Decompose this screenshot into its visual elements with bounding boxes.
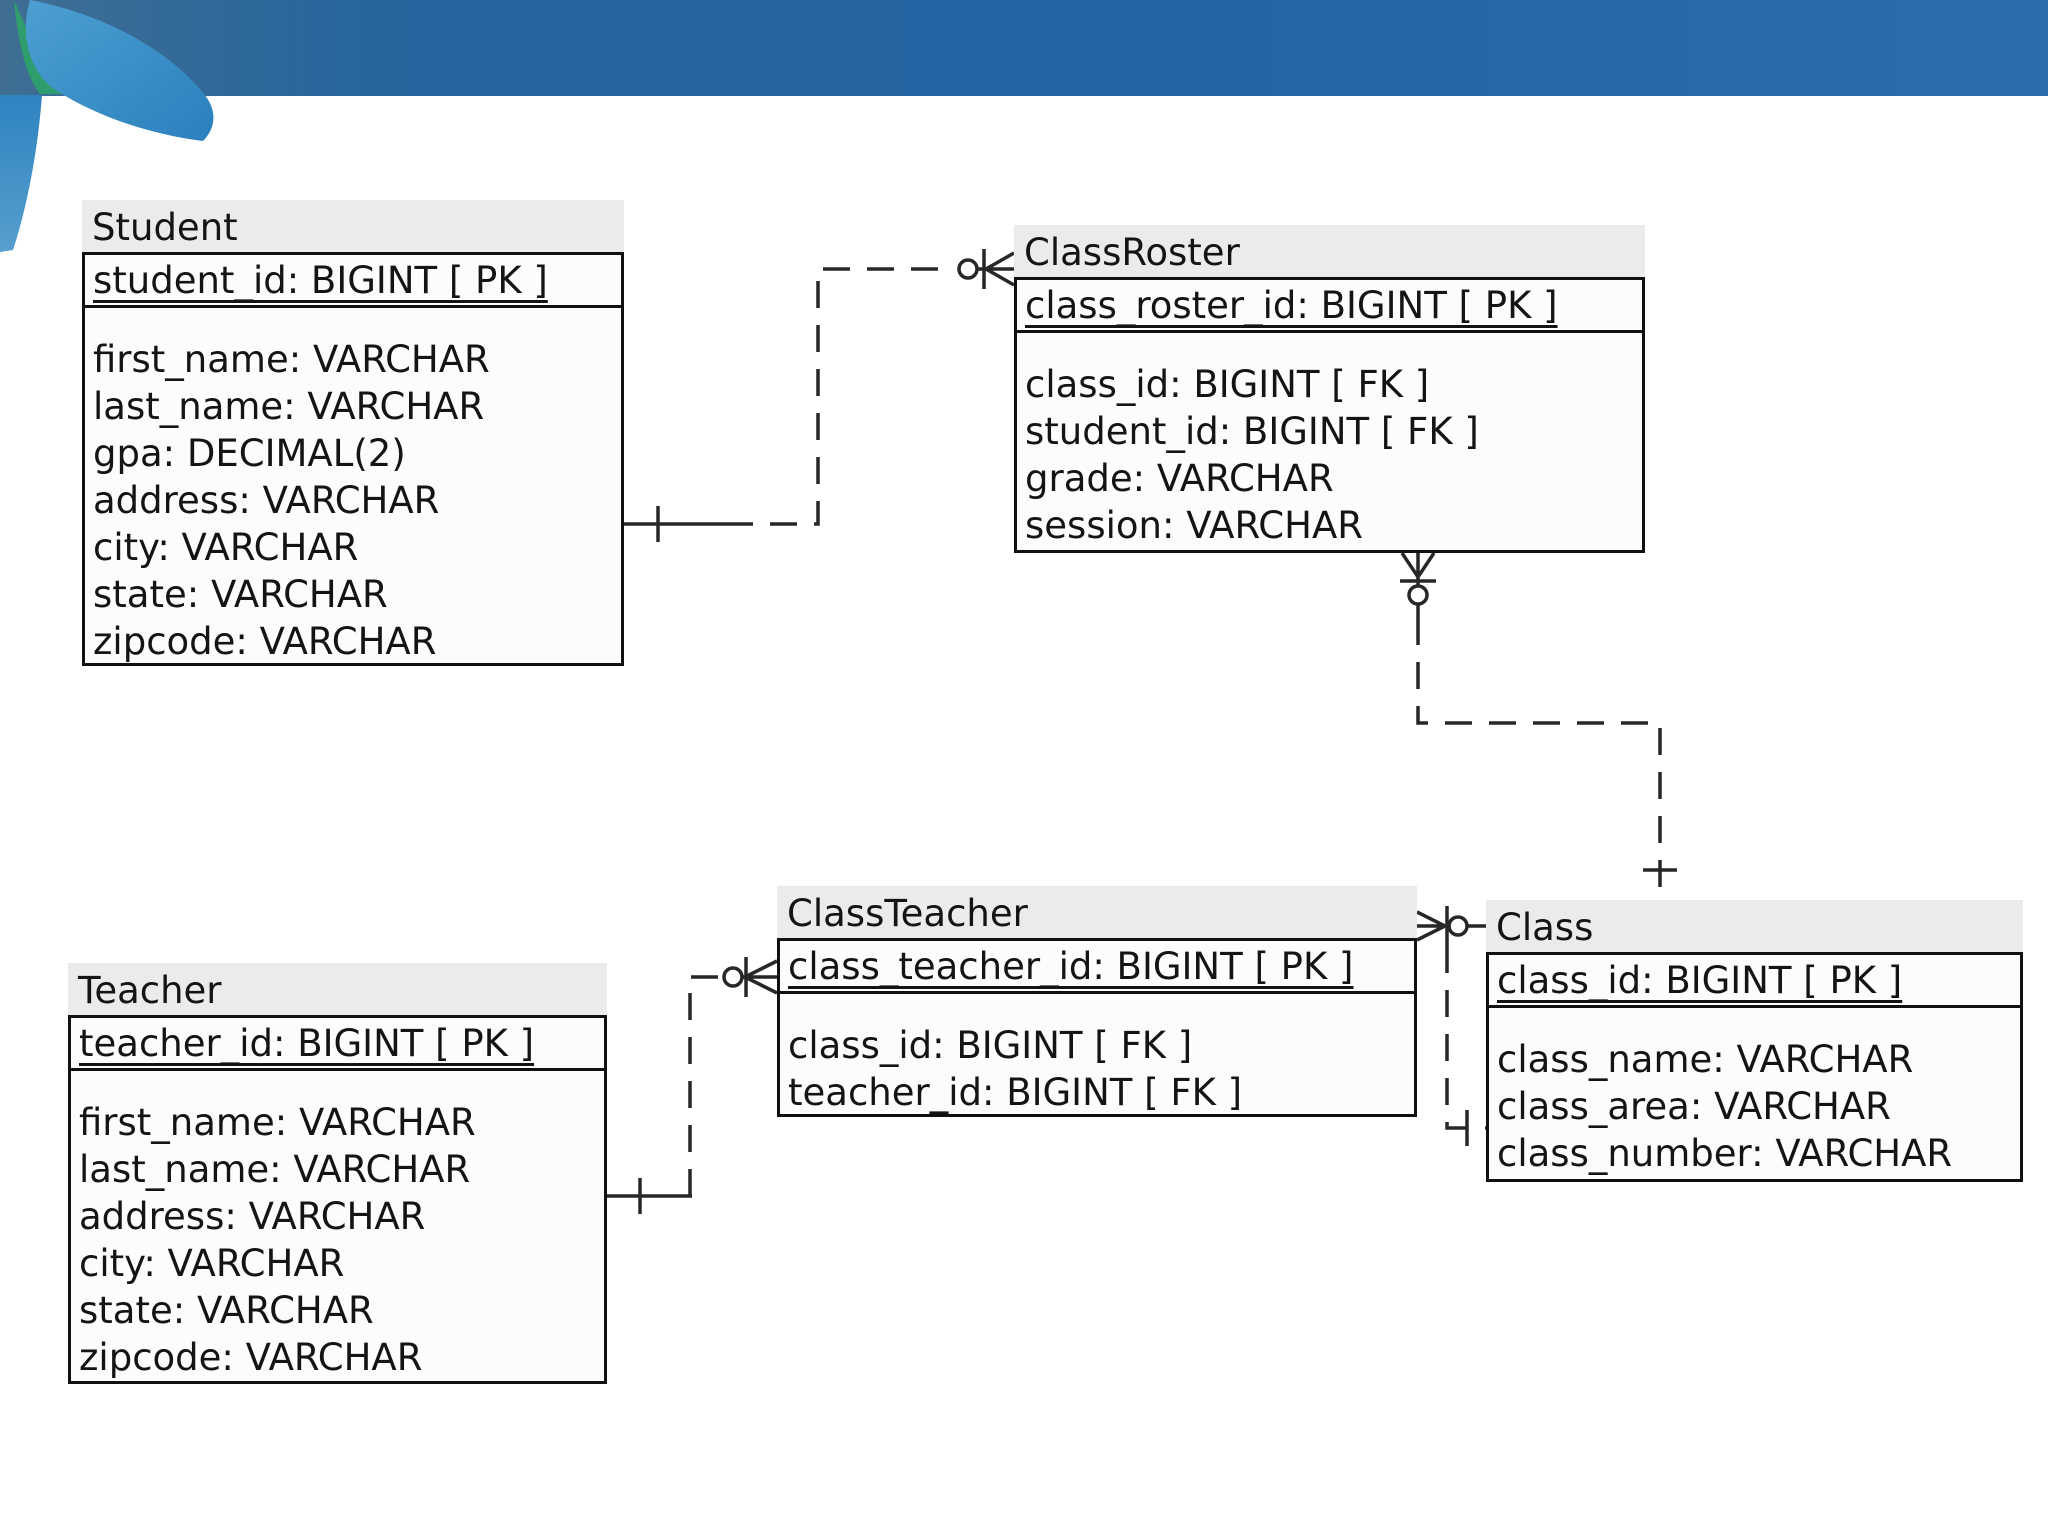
table-body: student_id: BIGINT [ PK ] first_name: VA… — [82, 252, 624, 666]
field-row: class_area: VARCHAR — [1497, 1085, 1891, 1128]
table-classroster: ClassRoster class_roster_id: BIGINT [ PK… — [1014, 225, 1645, 553]
table-title: ClassTeacher — [777, 886, 1417, 938]
table-title: Student — [82, 200, 624, 252]
pk-row: teacher_id: BIGINT [ PK ] — [71, 1018, 604, 1071]
banner-leaf-shape — [25, 0, 214, 141]
field-list: class_id: BIGINT [ FK ] teacher_id: BIGI… — [780, 994, 1414, 1116]
relationship-student-classroster — [624, 249, 1015, 542]
table-title: ClassRoster — [1014, 225, 1645, 277]
table-body: teacher_id: BIGINT [ PK ] first_name: VA… — [68, 1015, 607, 1384]
field-row: grade: VARCHAR — [1025, 457, 1334, 500]
field-row: address: VARCHAR — [93, 479, 440, 522]
field-list: class_id: BIGINT [ FK ] student_id: BIGI… — [1017, 333, 1642, 549]
field-list: class_name: VARCHAR class_area: VARCHAR … — [1489, 1008, 2020, 1177]
field-row: class_id: BIGINT [ FK ] — [1025, 363, 1430, 406]
table-student: Student student_id: BIGINT [ PK ] first_… — [82, 200, 624, 666]
field-row: address: VARCHAR — [79, 1195, 426, 1238]
cardinality-zero-many-marker — [1416, 906, 1486, 946]
relationship-classteacher-class — [1416, 906, 1486, 1146]
field-row: zipcode: VARCHAR — [79, 1336, 423, 1379]
pk-row: student_id: BIGINT [ PK ] — [85, 255, 621, 308]
field-row: first_name: VARCHAR — [93, 338, 490, 381]
table-body: class_roster_id: BIGINT [ PK ] class_id:… — [1014, 277, 1645, 553]
field-row: session: VARCHAR — [1025, 504, 1363, 547]
table-body: class_id: BIGINT [ PK ] class_name: VARC… — [1486, 952, 2023, 1182]
relationship-classroster-class — [1400, 552, 1677, 902]
pk-row: class_id: BIGINT [ PK ] — [1489, 955, 2020, 1008]
banner-green-accent-shape — [14, 0, 62, 94]
field-row: class_id: BIGINT [ FK ] — [788, 1024, 1193, 1067]
table-title: Teacher — [68, 963, 607, 1015]
table-class: Class class_id: BIGINT [ PK ] class_name… — [1486, 900, 2023, 1182]
field-row: last_name: VARCHAR — [79, 1148, 471, 1191]
field-row: student_id: BIGINT [ FK ] — [1025, 410, 1479, 453]
table-title: Class — [1486, 900, 2023, 952]
field-row: state: VARCHAR — [79, 1289, 374, 1332]
cardinality-zero-many-marker — [1400, 552, 1436, 606]
field-row: state: VARCHAR — [93, 573, 388, 616]
field-row: class_name: VARCHAR — [1497, 1038, 1914, 1081]
field-row: class_number: VARCHAR — [1497, 1132, 1953, 1175]
slide-header-banner — [0, 0, 2048, 252]
field-row: gpa: DECIMAL(2) — [93, 432, 406, 475]
table-classteacher: ClassTeacher class_teacher_id: BIGINT [ … — [777, 886, 1417, 1117]
pk-row: class_roster_id: BIGINT [ PK ] — [1017, 280, 1642, 333]
field-list: first_name: VARCHAR last_name: VARCHAR g… — [85, 308, 621, 665]
banner-bar-shape — [0, 0, 2048, 96]
field-row: city: VARCHAR — [93, 526, 359, 569]
cardinality-zero-many-marker — [722, 957, 778, 997]
banner-left-tail-shape — [0, 95, 42, 252]
table-teacher: Teacher teacher_id: BIGINT [ PK ] first_… — [68, 963, 607, 1384]
field-row: last_name: VARCHAR — [93, 385, 485, 428]
field-list: first_name: VARCHAR last_name: VARCHAR a… — [71, 1071, 604, 1381]
field-row: first_name: VARCHAR — [79, 1101, 476, 1144]
field-row: city: VARCHAR — [79, 1242, 345, 1285]
relationship-teacher-classteacher — [607, 957, 778, 1214]
pk-row: class_teacher_id: BIGINT [ PK ] — [780, 941, 1414, 994]
table-body: class_teacher_id: BIGINT [ PK ] class_id… — [777, 938, 1417, 1117]
field-row: zipcode: VARCHAR — [93, 620, 437, 663]
field-row: teacher_id: BIGINT [ FK ] — [788, 1071, 1243, 1114]
